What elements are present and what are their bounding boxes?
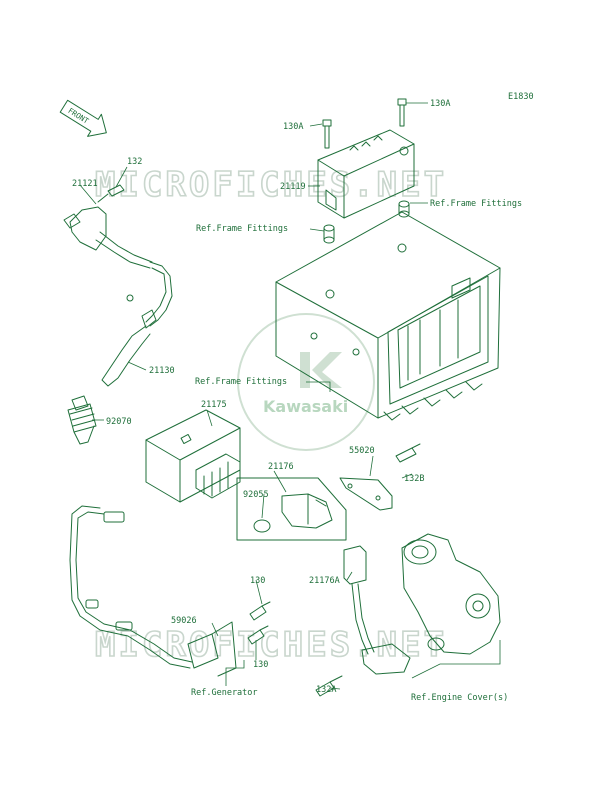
sensor-group-box	[236, 477, 347, 541]
bolt-130-top	[249, 601, 271, 621]
battery-box-part	[275, 211, 501, 421]
label-132B: 132B	[404, 474, 424, 484]
label-132A: 132A	[316, 685, 336, 695]
label-ref-frame-2: Ref.Frame Fittings	[196, 224, 288, 234]
kawasaki-logo: Kawasaki	[237, 313, 375, 451]
bracket-55020	[339, 477, 393, 511]
label-21121: 21121	[72, 179, 98, 189]
watermark-group: MICROFICHES.NET MICROFICHES.NET Kawasaki	[94, 164, 447, 666]
label-130-top: 130	[250, 576, 265, 586]
oring-engine-cover	[427, 637, 445, 651]
leader-lines	[79, 102, 501, 690]
label-55020: 55020	[349, 446, 375, 456]
grommet-lower	[323, 224, 335, 244]
label-92070: 92070	[106, 417, 132, 427]
bolt-130A-right	[397, 98, 407, 127]
label-130-bottom: 130	[253, 660, 268, 670]
grommet-upper	[398, 200, 410, 218]
brand-text: Kawasaki	[263, 397, 348, 416]
label-130A-right: 130A	[430, 99, 450, 109]
diagram-code: E1830	[508, 92, 534, 102]
label-21176: 21176	[268, 462, 294, 472]
label-21175: 21175	[201, 400, 227, 410]
label-132: 132	[127, 157, 142, 167]
ignition-coil-part	[63, 206, 173, 387]
label-21176A: 21176A	[309, 576, 340, 586]
bolt-130A-left	[322, 119, 332, 149]
front-arrow-icon: FRONT	[59, 99, 107, 137]
relay-box-part	[317, 129, 415, 219]
watermark-bottom: MICROFICHES.NET	[95, 625, 447, 665]
engine-cover-part	[401, 533, 501, 655]
watermark-top: MICROFICHES.NET	[95, 165, 447, 205]
harness-part	[69, 505, 237, 677]
label-ref-frame-3: Ref.Frame Fittings	[195, 377, 287, 387]
label-59026: 59026	[171, 616, 197, 626]
label-21119: 21119	[280, 182, 306, 192]
ecu-part	[145, 409, 241, 503]
label-21130: 21130	[149, 366, 175, 376]
label-ref-engine-cover: Ref.Engine Cover(s)	[411, 693, 508, 703]
bolt-132B	[395, 443, 421, 463]
label-130A-left: 130A	[283, 122, 303, 132]
bolt-130-bottom	[247, 625, 269, 645]
label-ref-frame-1: Ref.Frame Fittings	[430, 199, 522, 209]
spark-plug-part	[67, 395, 97, 445]
label-ref-generator: Ref.Generator	[191, 688, 258, 698]
oring-92055	[253, 519, 271, 533]
label-92055: 92055	[243, 490, 269, 500]
sensor-21176A-part	[343, 545, 411, 675]
callouts: 132 21121 130A 130A 21119 Ref.Frame Fitt…	[72, 99, 522, 703]
